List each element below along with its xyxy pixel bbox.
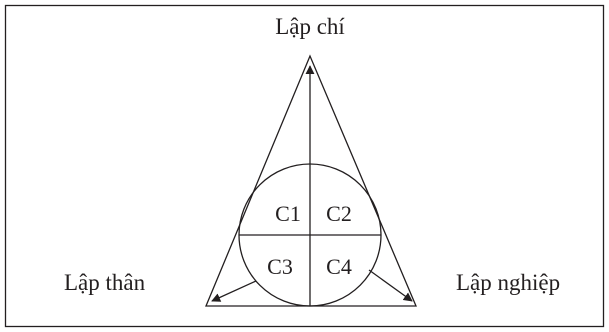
- label-right: Lập nghiệp: [456, 270, 560, 295]
- triangle: [205, 54, 417, 307]
- label-left: Lập thân: [64, 270, 146, 295]
- outer-frame: [4, 4, 605, 328]
- quadrant-c2: C2: [326, 201, 352, 226]
- quadrant-c3: C3: [267, 254, 293, 279]
- label-top: Lập chí: [275, 14, 345, 39]
- quadrant-c1: C1: [275, 201, 301, 226]
- arrow-to-left: [211, 280, 257, 302]
- arrow-to-right: [368, 269, 413, 302]
- quadrant-c4: C4: [326, 254, 352, 279]
